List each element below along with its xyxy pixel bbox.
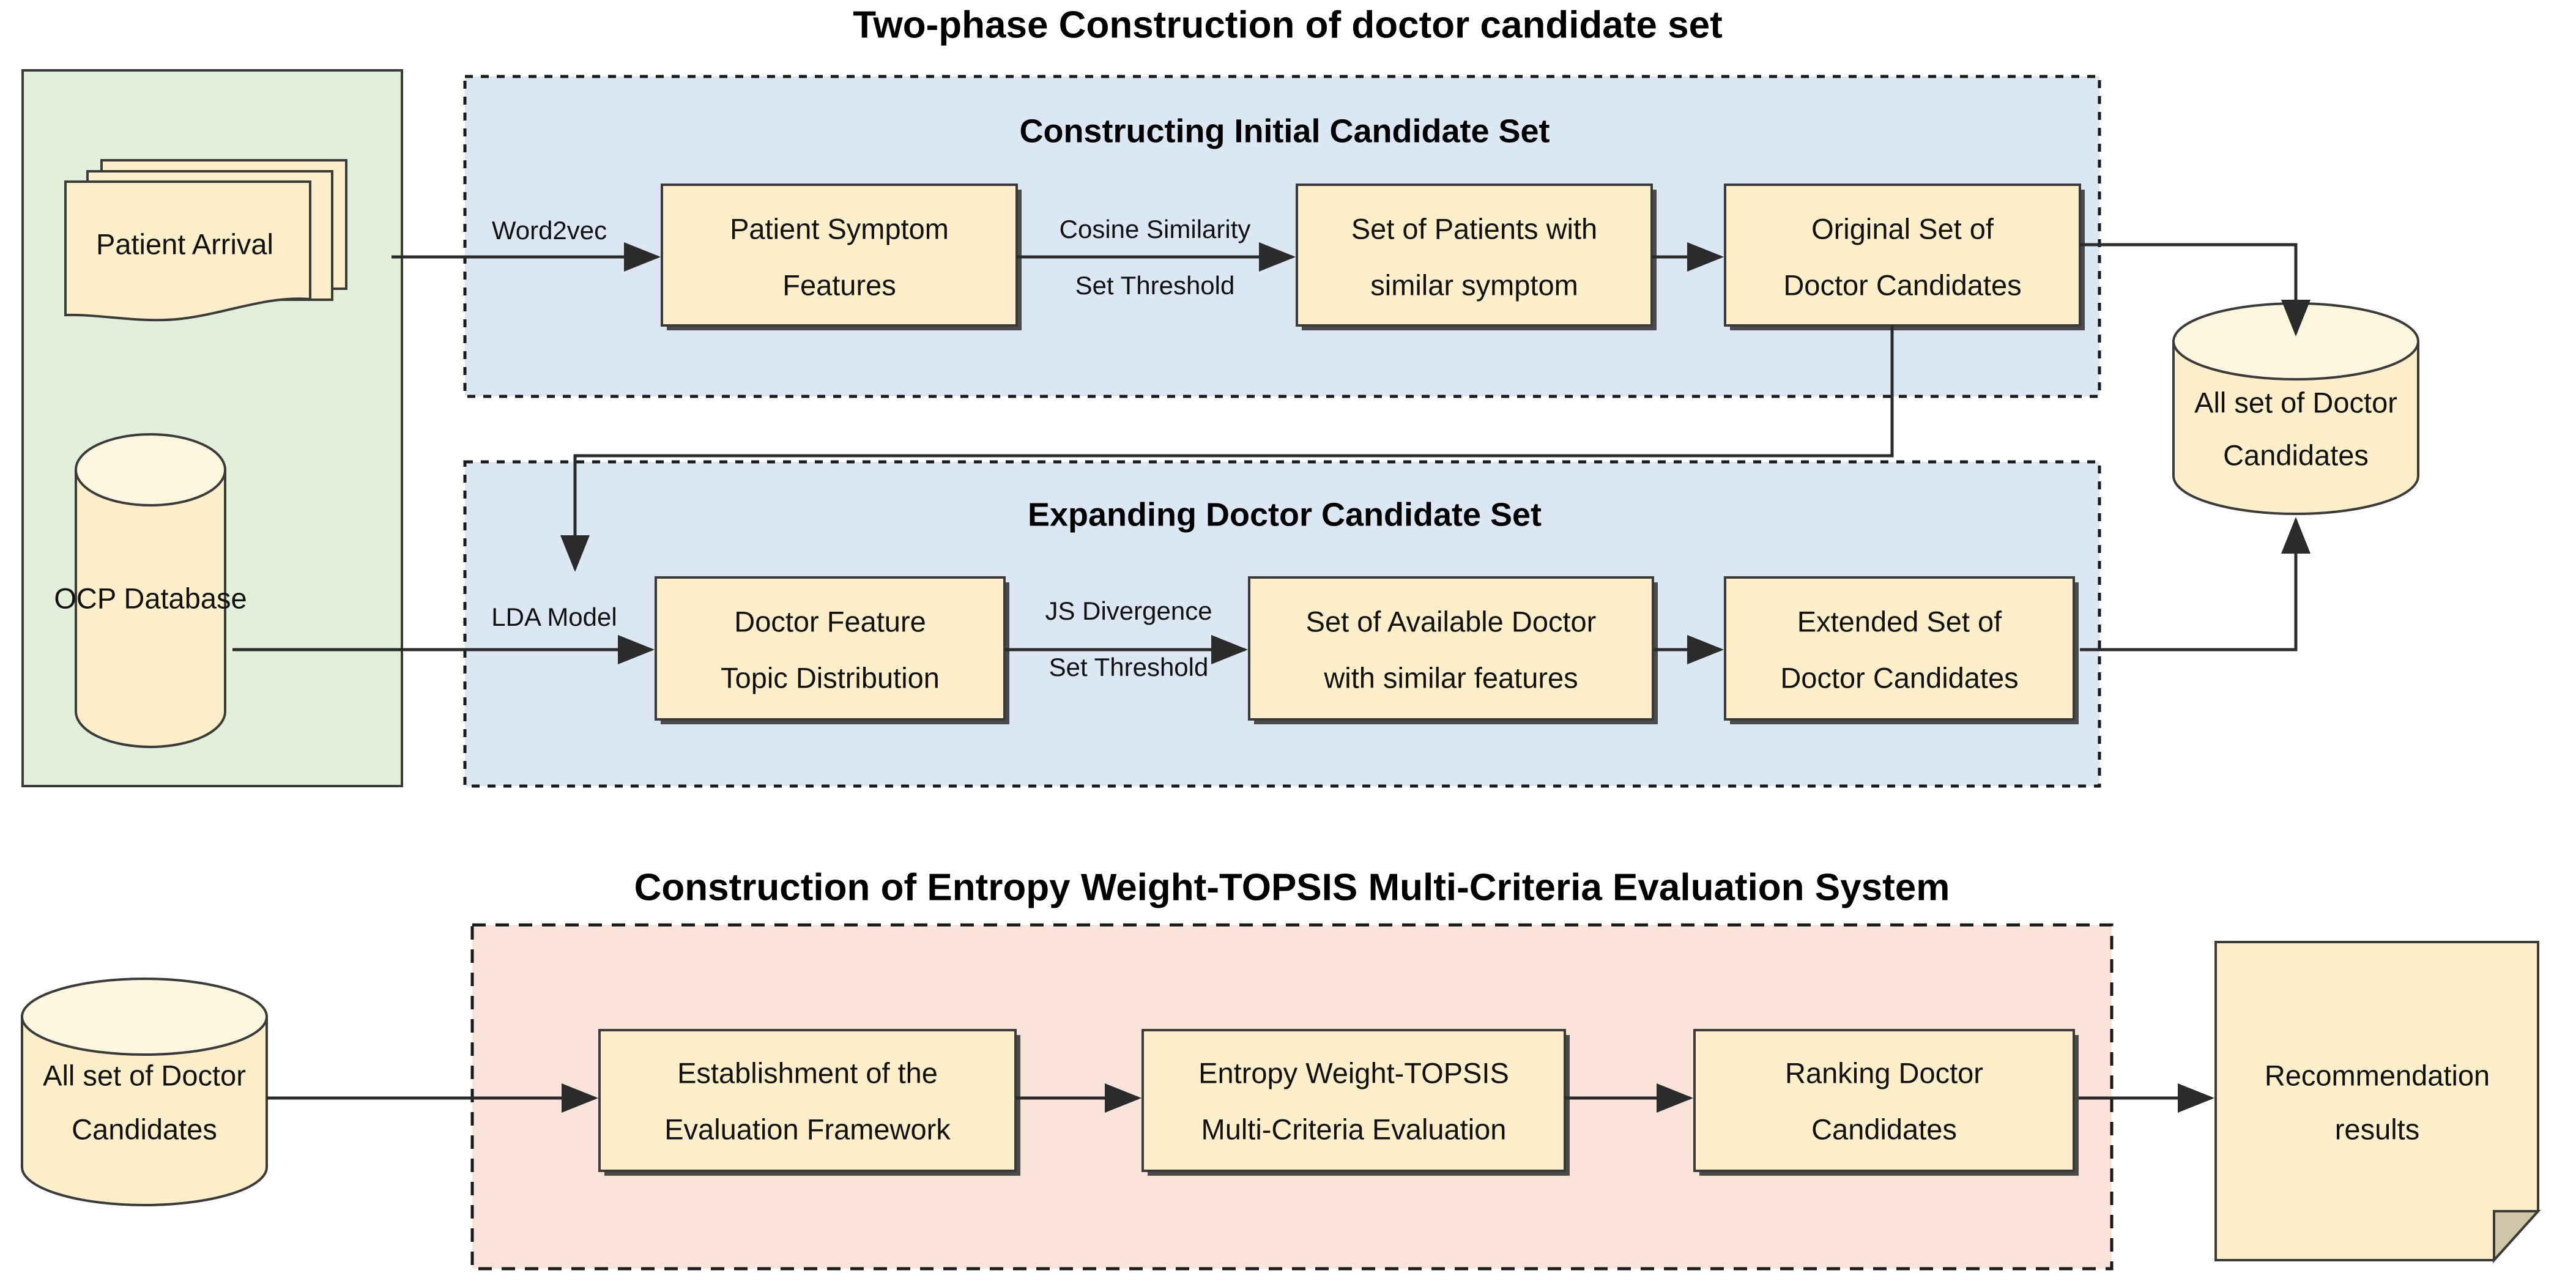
evaluation-box-3	[1693, 1029, 2079, 1176]
evaluation-box-1-line2: Evaluation Framework	[664, 1113, 951, 1145]
phase2-box-3-line2: Doctor Candidates	[1780, 661, 2018, 694]
ocp-database-label: OCP Database	[54, 582, 247, 614]
phase2-box-3	[1724, 576, 2079, 724]
allset-bottom-line1: All set of Doctor	[43, 1059, 246, 1091]
ocp-database-cylinder	[75, 433, 226, 748]
phase2-box-3-line1: Extended Set of	[1797, 605, 2002, 637]
phase2-box-2-line2: with similar features	[1323, 661, 1578, 694]
connector-extended-to-allset	[2080, 517, 2311, 651]
phase1-box-1-line1: Patient Symptom	[730, 212, 949, 245]
phase2-box-1-line2: Topic Distribution	[721, 661, 940, 694]
phase2-box-2-line1: Set of Available Doctor	[1306, 605, 1597, 637]
evaluation-box-1-line1: Establishment of the	[677, 1056, 938, 1089]
phase1-box-1-line2: Features	[782, 269, 896, 301]
phase2-box-2	[1248, 576, 1658, 724]
evaluation-box-2	[1141, 1029, 1570, 1176]
patient-arrival-document-stack	[64, 159, 347, 322]
evaluation-box-1	[598, 1029, 1020, 1176]
recommendation-results-line1: Recommendation	[2265, 1059, 2490, 1091]
allset-bottom-line2: Candidates	[72, 1113, 217, 1145]
phase2-box-1	[655, 576, 1009, 724]
page-title: Two-phase Construction of doctor candida…	[853, 4, 1723, 46]
evaluation-box-2-line2: Multi-Criteria Evaluation	[1201, 1113, 1507, 1145]
patient-arrival-label: Patient Arrival	[96, 228, 273, 260]
phase1-box-3-line1: Original Set of	[1811, 212, 1994, 245]
all-doctor-candidates-cylinder-bottom	[21, 978, 268, 1206]
phase1-box-3-line2: Doctor Candidates	[1783, 269, 2021, 301]
connector-original-feedback-to-lda	[560, 325, 1894, 572]
edge-label-set-threshold-2: Set Threshold	[1049, 653, 1209, 681]
allset-top-line1: All set of Doctor	[2194, 386, 2397, 418]
phase1-box-1	[661, 184, 1022, 330]
recommendation-results-line2: results	[2335, 1113, 2419, 1145]
phase1-title: Constructing Initial Candidate Set	[1019, 113, 1550, 149]
phase2-box-1-line1: Doctor Feature	[734, 605, 926, 637]
evaluation-box-3-line1: Ranking Doctor	[1785, 1056, 1983, 1089]
phase1-box-2-line2: similar symptom	[1370, 269, 1578, 301]
all-doctor-candidates-cylinder-top	[2172, 302, 2419, 515]
phase2-title: Expanding Doctor Candidate Set	[1028, 496, 1542, 533]
phase1-box-2	[1296, 184, 1657, 330]
evaluation-title: Construction of Entropy Weight-TOPSIS Mu…	[634, 866, 1950, 908]
edge-label-set-threshold-1: Set Threshold	[1075, 271, 1235, 300]
connector-original-to-allset	[2080, 243, 2311, 336]
phase1-box-2-line1: Set of Patients with	[1351, 212, 1597, 245]
allset-top-line2: Candidates	[2223, 439, 2369, 471]
recommendation-results-note	[2214, 941, 2541, 1264]
edge-label-js-divergence: JS Divergence	[1045, 596, 1212, 625]
edge-label-cosine-similarity: Cosine Similarity	[1060, 215, 1251, 243]
phase1-box-3	[1724, 184, 2085, 330]
edge-label-word2vec: Word2vec	[492, 216, 607, 245]
evaluation-box-2-line1: Entropy Weight-TOPSIS	[1198, 1056, 1509, 1089]
edge-label-lda-model: LDA Model	[491, 603, 617, 631]
evaluation-box-3-line2: Candidates	[1811, 1113, 1957, 1145]
